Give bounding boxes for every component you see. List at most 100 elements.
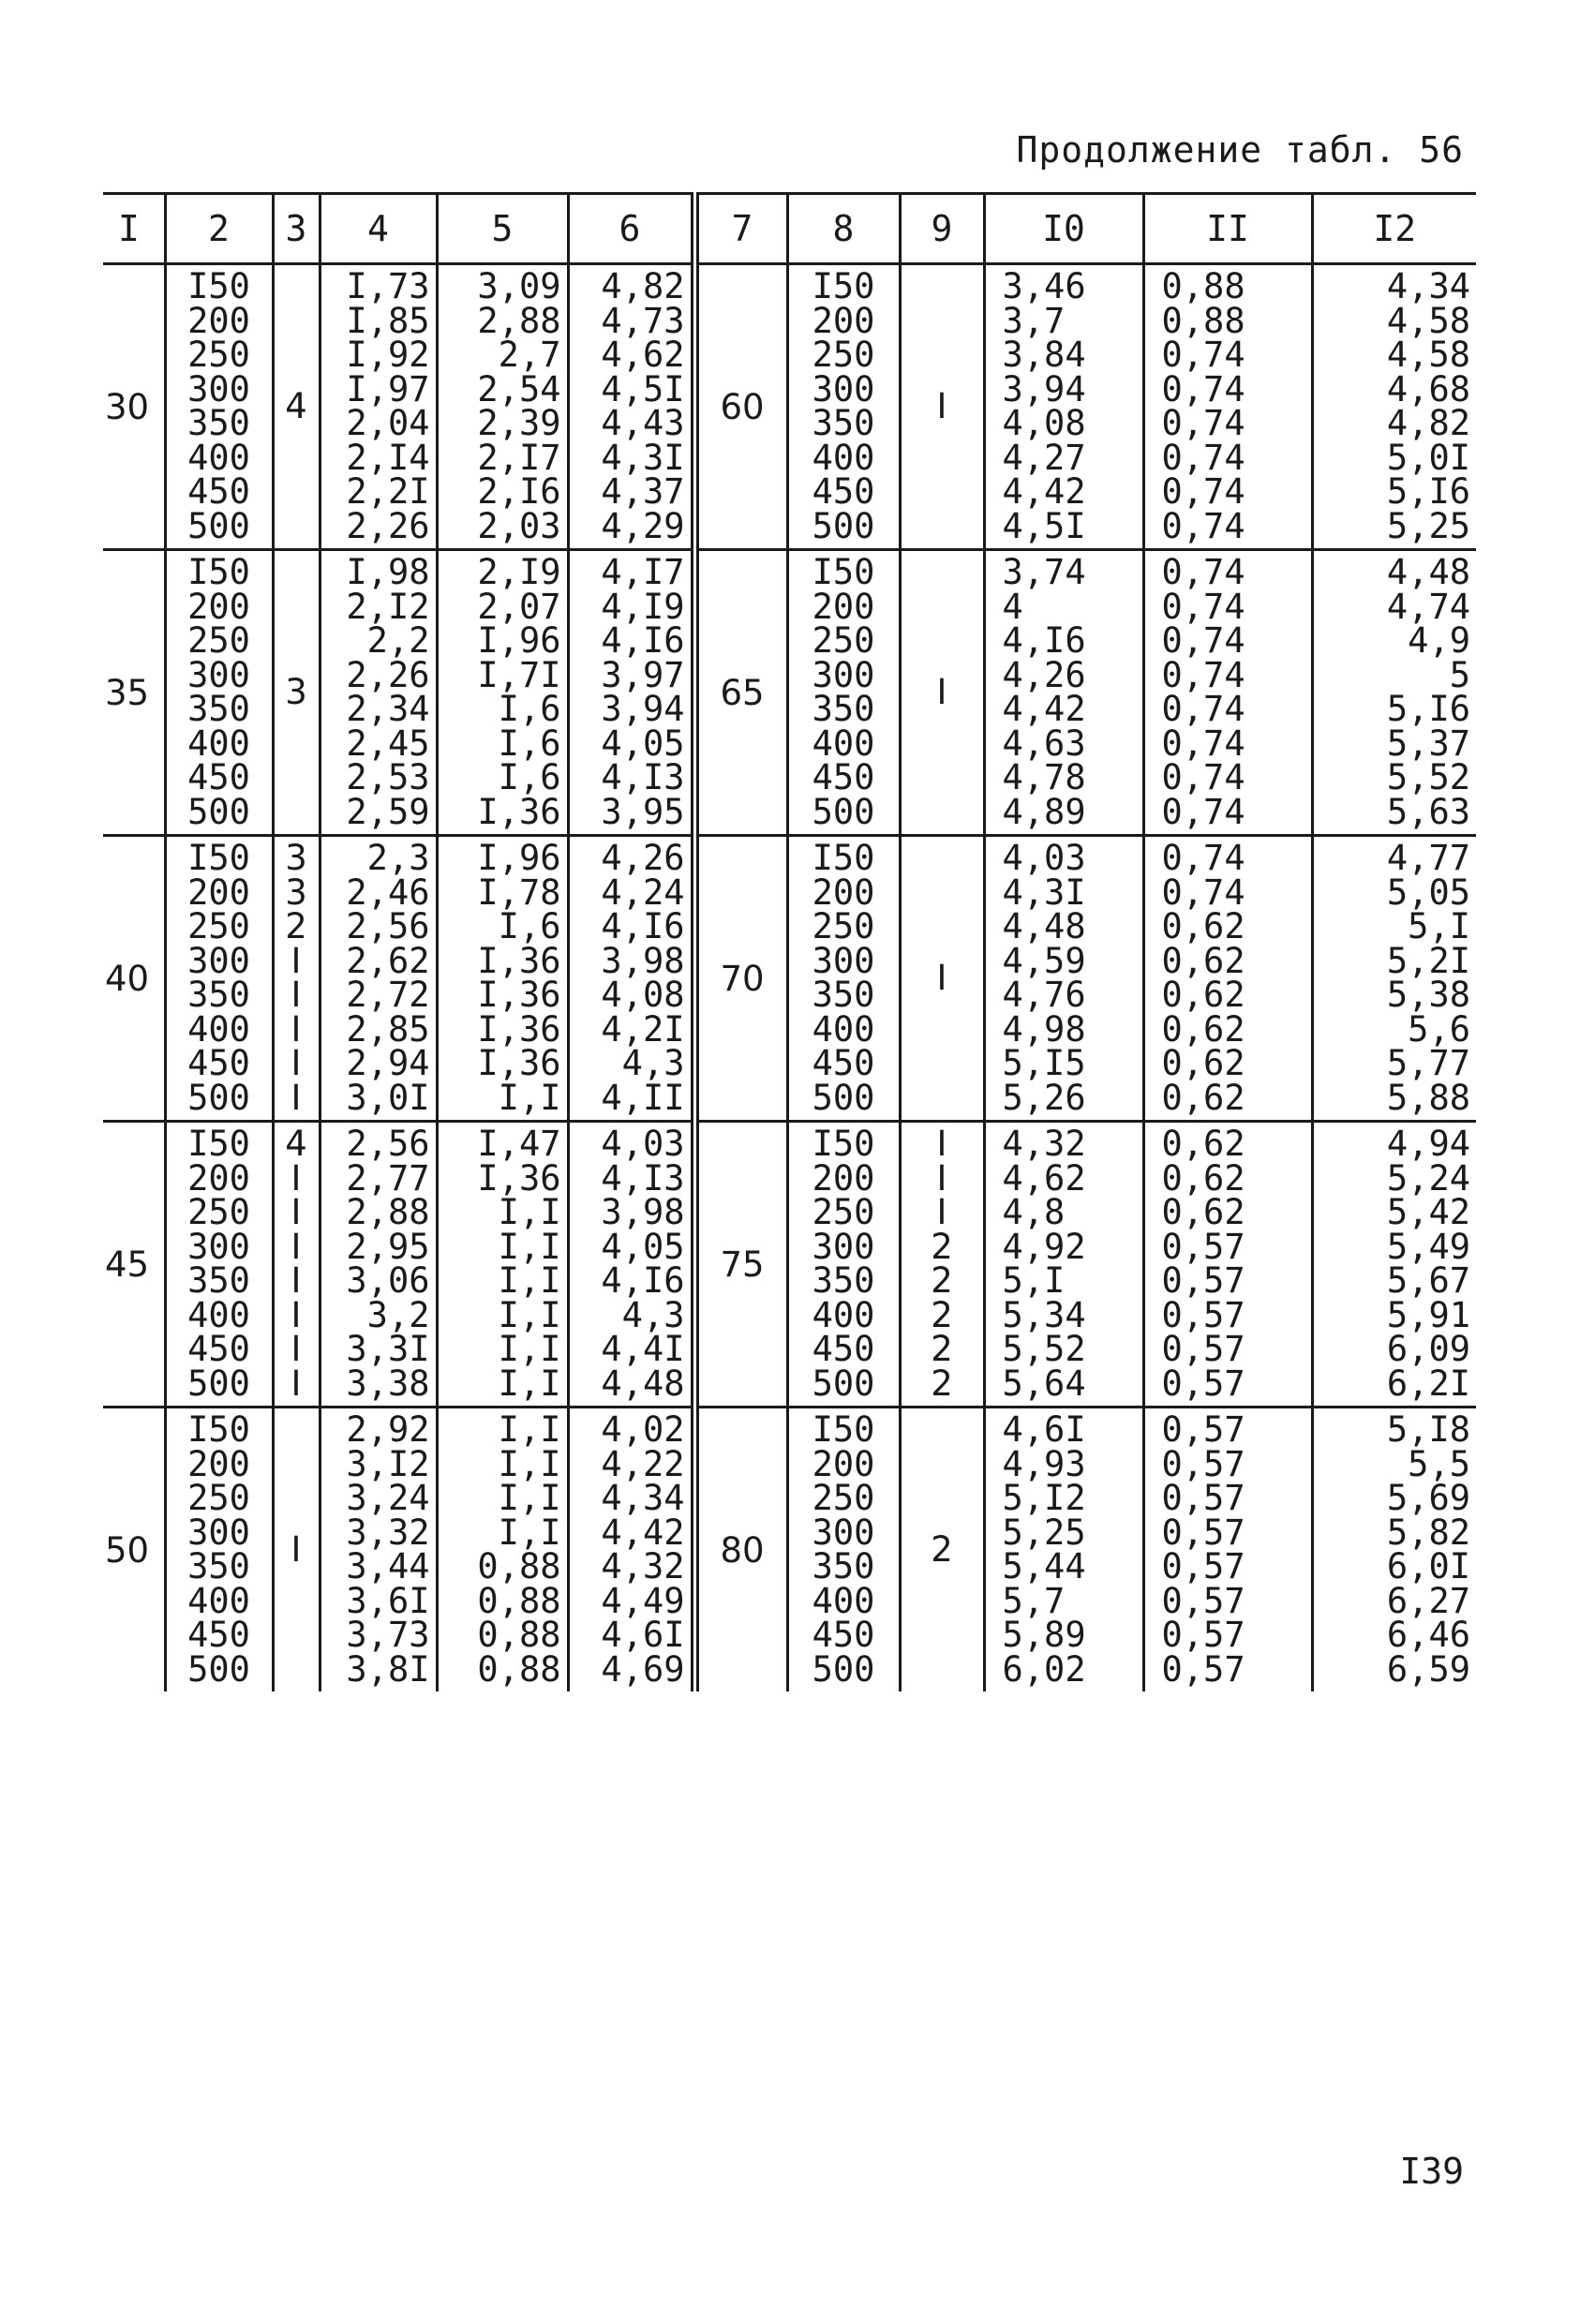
cell-value: 400 [187,723,250,764]
cell-value: 350 [187,689,250,729]
cell-value: 4,3I [601,437,685,478]
cell-value: 300 [812,368,875,410]
cell-value: I [936,671,947,712]
cell-value: I [291,940,302,981]
cell-values: I [902,957,983,1001]
cell-value: 0,74 [1161,654,1245,695]
cell-value: 0,88 [477,1546,561,1587]
cell-value: 4,08 [601,975,685,1015]
cell-value: 5,5 [1408,1443,1470,1484]
cell-value: 250 [187,1478,250,1518]
cell-value: 350 [812,689,875,729]
cell-value: 4,I3 [601,757,685,797]
cell-value: 200 [187,300,250,341]
cell-value: 4,32 [601,1546,685,1587]
header-cell: 6 [566,192,694,265]
cell-value: I [291,1363,302,1404]
cell-value: 4,34 [1386,266,1470,306]
cell-value: 350 [187,975,250,1015]
cell-value: 4,74 [1386,586,1470,627]
cell-value: I50 [812,552,875,592]
cell-value: 0,57 [1161,1615,1245,1655]
cell-value: 500 [812,791,875,832]
cell-value: 4 [285,1124,307,1164]
cell-value: 250 [187,906,250,946]
cell-value: 2,39 [477,403,561,443]
header-row: I 2 3 4 5 6 7 8 9 I0 II I2 [103,192,1476,265]
cell-value: 0,88 [477,1648,561,1690]
cell-value: 5,69 [1386,1478,1470,1518]
cell-value: I,47 [477,1124,561,1164]
cell-value: 2,2I [346,471,430,512]
cell-value: 5,52 [1386,757,1470,797]
cell-value: 350 [812,975,875,1015]
cell-value: 4,42 [1002,471,1086,512]
cell-value: 4,03 [1002,838,1086,878]
cell-value: 500 [187,505,250,546]
cell-value: 300 [812,940,875,981]
cell-value: 400 [812,1580,875,1621]
cell-value: 4,22 [601,1443,685,1484]
cell-value: I,73 [346,266,430,306]
cell-value: 250 [187,620,250,661]
cell-value: 6,0I [1386,1546,1470,1587]
cell-value: 350 [812,1260,875,1301]
cell-value: 4,26 [1002,654,1086,695]
cell-value: 3,98 [601,940,685,981]
cell-value: 2,03 [477,505,561,546]
cell-value: 0,74 [1161,689,1245,729]
cell-value: 0,57 [1161,1409,1245,1450]
cell-value: 4,I3 [601,1157,685,1199]
cell-value: 0,57 [1161,1329,1245,1369]
cell-value: I,36 [477,1043,561,1083]
cell-value: 2,54 [477,368,561,410]
cell-value: 5,25 [1002,1512,1086,1553]
cell-value: I [291,1192,302,1232]
cell-value: 4,58 [1386,300,1470,341]
cell-value: 200 [812,1157,875,1199]
cell-value: 4,68 [1386,368,1470,410]
cell-value: I50 [187,266,250,306]
cell-value: 3,84 [1002,335,1086,375]
cell-value: 400 [812,437,875,478]
cell-value: 500 [187,1077,250,1118]
cell-value: 4,3 [621,1043,685,1083]
cell-value: 4,5I [1002,505,1086,546]
cell-value: 4,29 [601,505,685,546]
cell-value: 250 [187,1192,250,1232]
header-cell: I [103,192,165,265]
cell-value: 4,05 [601,723,685,764]
cell-value: 200 [187,1443,250,1484]
cell-value: 4,05 [601,1226,685,1267]
cell-value: 5,91 [1386,1294,1470,1335]
cell-value: I [936,1192,947,1232]
table-cell: I [271,1407,320,1691]
cell-value: 300 [187,654,250,695]
cell-value: I,I [498,1260,561,1301]
cell-value: 5,64 [1002,1363,1086,1404]
cell-value: 3,09 [477,266,561,306]
cell-value: 0,57 [1161,1580,1245,1621]
cell-value: 5,37 [1386,723,1470,764]
cell-value: 5,7 [1002,1580,1066,1621]
cell-value: 5,82 [1386,1512,1470,1553]
cell-value: 0,74 [1161,552,1245,592]
cell-value: I,96 [477,838,561,878]
cell-value: 0,74 [1161,368,1245,410]
